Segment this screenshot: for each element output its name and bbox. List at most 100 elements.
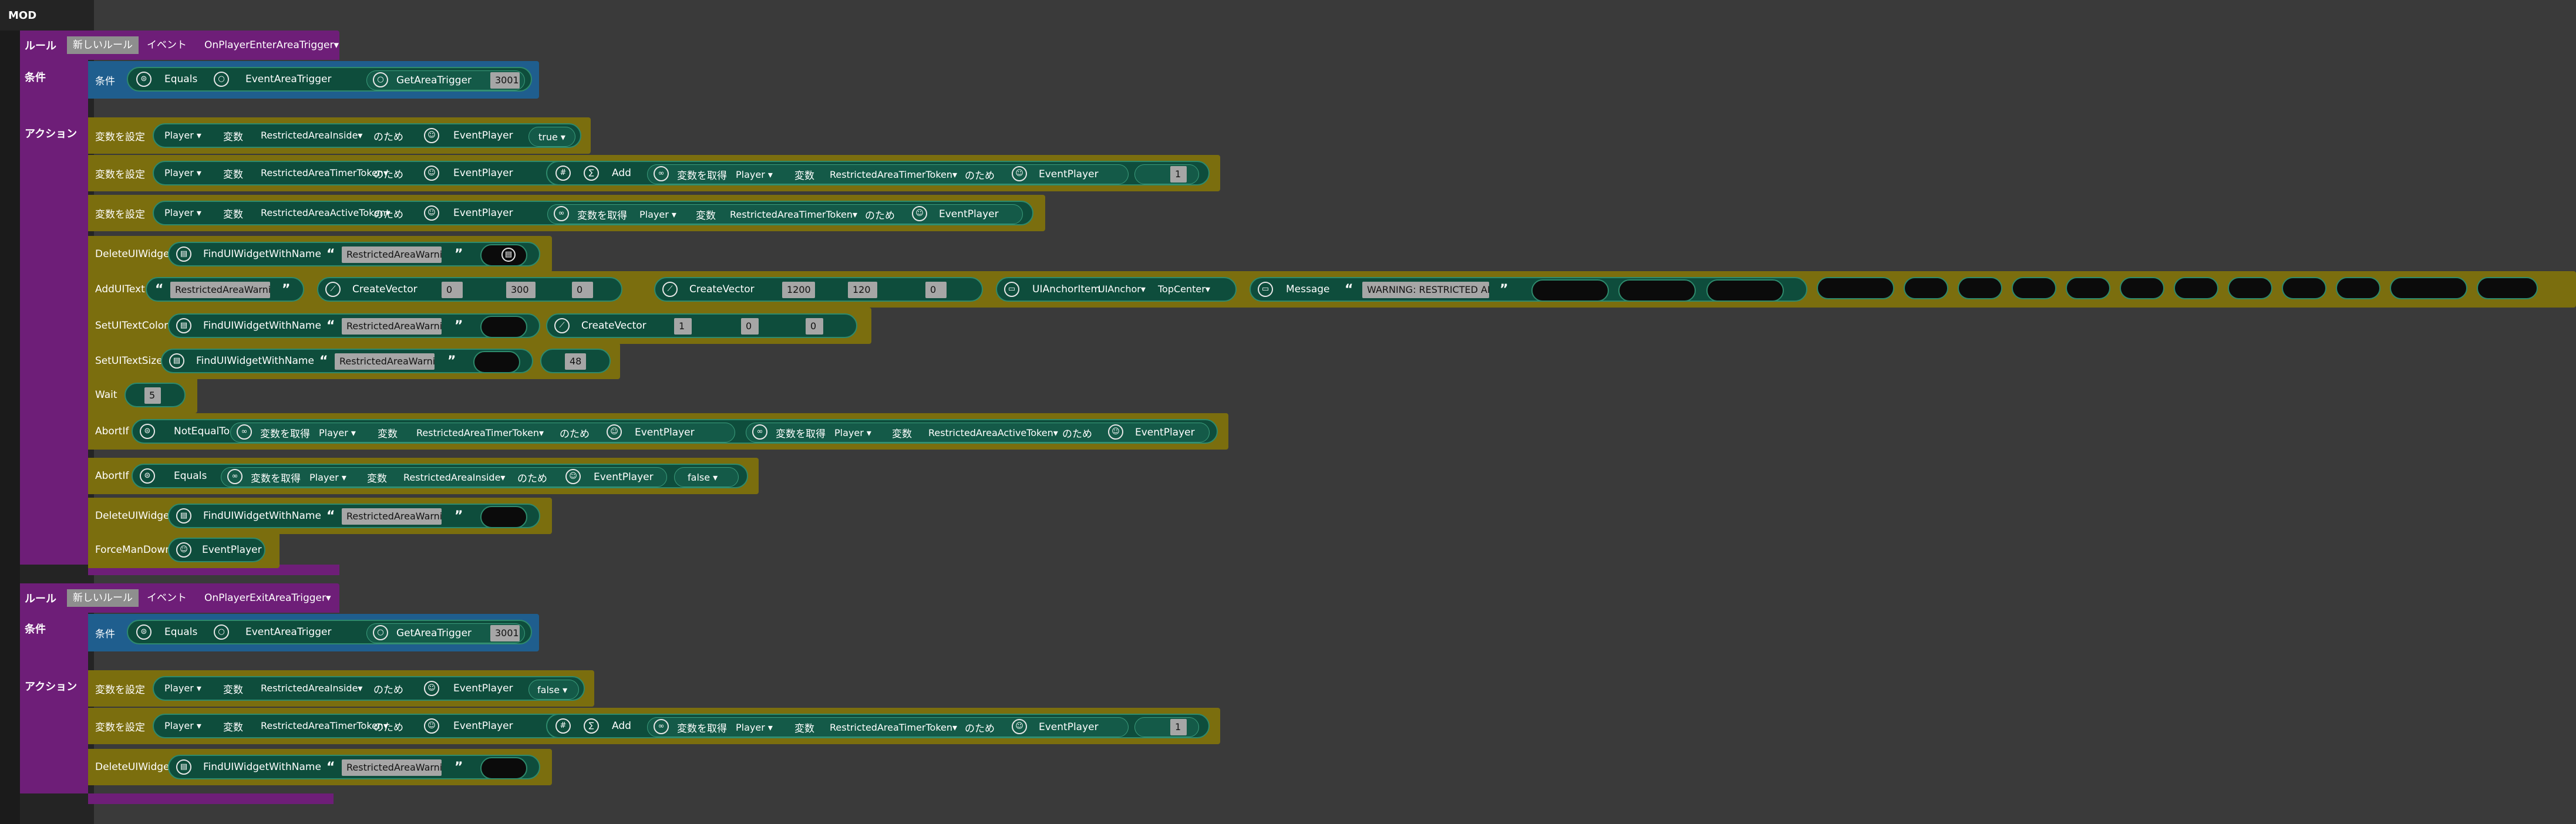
number-block[interactable]: 5 (124, 383, 186, 407)
vector-y-field[interactable]: 120 (848, 282, 877, 298)
widget-name-field[interactable]: RestrictedAreaWarning (342, 508, 442, 525)
action-abort-if-not-equal[interactable]: AbortIf ⊜ NotEqualTo ∞ 変数を取得 Player ▾ 変数… (88, 413, 1228, 450)
widget-name-field[interactable]: RestrictedAreaWarning (342, 318, 442, 335)
get-area-trigger-block[interactable]: ○ GetAreaTrigger 3001 (366, 70, 525, 90)
bool-block[interactable]: false ▾ (528, 680, 579, 700)
player-dropdown[interactable]: Player ▾ (639, 209, 676, 220)
widget-name-field[interactable]: RestrictedAreaWarning (170, 282, 270, 298)
vector-x-field[interactable]: 0 (442, 282, 463, 298)
equals-block[interactable]: ⊜ Equals ○ EventAreaTrigger ○ GetAreaTri… (127, 620, 532, 644)
ui-anchor-dropdown[interactable]: UIAnchor▾ (1098, 283, 1146, 295)
string-block[interactable] (473, 351, 520, 373)
variable-dropdown[interactable]: RestrictedAreaActiveToken▾ (928, 427, 1058, 438)
string-block[interactable] (480, 757, 527, 779)
player-dropdown[interactable]: Player ▾ (164, 130, 201, 141)
param-block[interactable] (2174, 277, 2218, 299)
vector-y-field[interactable]: 0 (741, 318, 759, 335)
message-block[interactable]: ▭ Message “ WARNING: RESTRICTED AREA ” (1250, 277, 1807, 302)
event-dropdown[interactable]: OnPlayerExitAreaTrigger▾ (204, 592, 331, 604)
number-field[interactable]: 1 (1170, 166, 1187, 183)
number-block[interactable]: 1 (1134, 164, 1199, 184)
param-block[interactable] (2390, 277, 2467, 299)
action-set-timer[interactable]: 変数を設定 Player ▾ 変数 RestrictedAreaTimerTok… (88, 708, 1220, 744)
format-arg-block[interactable] (1618, 279, 1696, 302)
string-block[interactable]: ▤ (480, 244, 527, 266)
get-variable-block[interactable]: ∞ 変数を取得 Player ▾ 変数 RestrictedAreaTimerT… (647, 164, 1129, 184)
player-dropdown[interactable]: Player ▾ (164, 207, 201, 218)
player-dropdown[interactable]: Player ▾ (309, 472, 346, 483)
top-center-dropdown[interactable]: TopCenter▾ (1158, 283, 1210, 295)
variable-dropdown[interactable]: RestrictedAreaInside▾ (403, 472, 506, 483)
ui-anchor-item-block[interactable]: ▭ UIAnchorItem UIAnchor▾ TopCenter▾ (996, 277, 1237, 302)
get-variable-block[interactable]: ∞ 変数を取得 Player ▾ 変数 RestrictedAreaInside… (221, 467, 667, 487)
widget-name-field[interactable]: RestrictedAreaWarning (335, 353, 435, 370)
variable-dropdown[interactable]: RestrictedAreaTimerToken▾ (261, 167, 389, 178)
action-set-active[interactable]: 変数を設定 Player ▾ 変数 RestrictedAreaActiveTo… (88, 195, 1045, 231)
set-variable-block[interactable]: Player ▾ 変数 RestrictedAreaTimerToken▾ のた… (153, 714, 622, 738)
bool-dropdown[interactable]: false ▾ (537, 684, 568, 695)
variable-dropdown[interactable]: RestrictedAreaTimerToken▾ (416, 427, 544, 438)
player-dropdown[interactable]: Player ▾ (834, 427, 871, 438)
format-arg-block[interactable] (1531, 279, 1609, 302)
param-block[interactable] (2477, 277, 2538, 299)
string-block[interactable] (480, 316, 527, 338)
add-block[interactable]: # ∑ Add ∞ 変数を取得 Player ▾ 変数 RestrictedAr… (546, 714, 1210, 738)
param-block[interactable] (1958, 277, 2002, 299)
vector-x-field[interactable]: 1 (674, 318, 692, 335)
widget-name-field[interactable]: RestrictedAreaWarning (342, 759, 442, 776)
equals-block[interactable]: ⊜ Equals ∞ 変数を取得 Player ▾ 変数 RestrictedA… (132, 464, 748, 488)
new-rule-field[interactable]: 新しいルール (67, 589, 139, 607)
find-widget-block[interactable]: ▤ FindUIWidgetWithName “ RestrictedAreaW… (168, 313, 540, 338)
set-variable-block[interactable]: Player ▾ 変数 RestrictedAreaActiveToken▾ の… (153, 201, 1033, 225)
get-area-trigger-block[interactable]: ○ GetAreaTrigger 3001 (366, 623, 525, 643)
event-dropdown[interactable]: OnPlayerEnterAreaTrigger▾ (204, 39, 339, 51)
param-block[interactable] (2066, 277, 2110, 299)
new-rule-field[interactable]: 新しいルール (67, 36, 139, 54)
equals-block[interactable]: ⊜ Equals ○ EventAreaTrigger ○ GetAreaTri… (127, 67, 532, 92)
action-set-text-color[interactable]: SetUITextColor ▤ FindUIWidgetWithName “ … (88, 308, 871, 344)
format-arg-block[interactable] (1706, 279, 1784, 302)
player-dropdown[interactable]: Player ▾ (736, 169, 773, 180)
set-variable-block[interactable]: Player ▾ 変数 RestrictedAreaInside▾ のため ☺ … (153, 123, 581, 148)
bool-block[interactable]: false ▾ (674, 467, 739, 487)
param-block[interactable] (1904, 277, 1948, 299)
variable-dropdown[interactable]: RestrictedAreaTimerToken▾ (830, 169, 958, 180)
bool-dropdown[interactable]: false ▾ (688, 472, 718, 483)
bool-block[interactable]: true ▾ (528, 127, 575, 147)
find-widget-block[interactable]: ▤ FindUIWidgetWithName “ RestrictedAreaW… (168, 755, 540, 779)
area-id-field[interactable]: 3001 (490, 72, 520, 89)
variable-dropdown[interactable]: RestrictedAreaInside▾ (261, 683, 363, 694)
vector-x-field[interactable]: 1200 (782, 282, 815, 298)
get-variable-block[interactable]: ∞ 変数を取得 Player ▾ 変数 RestrictedAreaTimerT… (547, 204, 1023, 224)
get-variable-block[interactable]: ∞ 変数を取得 Player ▾ 変数 RestrictedAreaTimerT… (647, 717, 1129, 737)
find-widget-block[interactable]: ▤ FindUIWidgetWithName “ RestrictedAreaW… (168, 242, 540, 266)
bool-dropdown[interactable]: true ▾ (538, 131, 565, 143)
find-widget-block[interactable]: ▤ FindUIWidgetWithName “ RestrictedAreaW… (168, 504, 540, 528)
variable-dropdown[interactable]: RestrictedAreaTimerToken▾ (261, 720, 389, 731)
param-block[interactable] (2228, 277, 2272, 299)
action-delete-widget[interactable]: DeleteUIWidget ▤ FindUIWidgetWithName “ … (88, 749, 552, 785)
not-equal-to-block[interactable]: ⊜ NotEqualTo ∞ 変数を取得 Player ▾ 変数 Restric… (132, 419, 1218, 444)
player-dropdown[interactable]: Player ▾ (164, 683, 201, 694)
player-dropdown[interactable]: Player ▾ (319, 427, 356, 438)
action-delete-widget[interactable]: DeleteUIWidget ▤ FindUIWidgetWithName “ … (88, 498, 552, 534)
string-block[interactable] (480, 506, 527, 528)
vector-z-field[interactable]: 0 (806, 318, 823, 335)
param-block[interactable] (2282, 277, 2326, 299)
set-variable-block[interactable]: Player ▾ 変数 RestrictedAreaTimerToken▾ のた… (153, 161, 622, 185)
number-block[interactable]: 1 (1134, 717, 1199, 737)
action-set-text-size[interactable]: SetUITextSize ▤ FindUIWidgetWithName “ R… (88, 343, 620, 379)
number-block[interactable]: 48 (540, 349, 611, 373)
action-wait[interactable]: Wait 5 (88, 377, 197, 413)
add-block[interactable]: # ∑ Add ∞ 変数を取得 Player ▾ 変数 RestrictedAr… (546, 161, 1210, 185)
action-abort-if-equals[interactable]: AbortIf ⊜ Equals ∞ 変数を取得 Player ▾ 変数 Res… (88, 458, 759, 494)
action-delete-widget[interactable]: DeleteUIWidget ▤ FindUIWidgetWithName “ … (88, 236, 552, 272)
variable-dropdown[interactable]: RestrictedAreaTimerToken▾ (730, 209, 858, 220)
param-block[interactable] (2012, 277, 2056, 299)
variable-dropdown[interactable]: RestrictedAreaTimerToken▾ (830, 722, 958, 733)
wait-value-field[interactable]: 5 (144, 387, 161, 404)
vector-y-field[interactable]: 300 (506, 282, 536, 298)
action-set-inside[interactable]: 変数を設定 Player ▾ 変数 RestrictedAreaInside▾ … (88, 117, 591, 154)
player-dropdown[interactable]: Player ▾ (164, 167, 201, 178)
param-block[interactable] (2336, 277, 2380, 299)
